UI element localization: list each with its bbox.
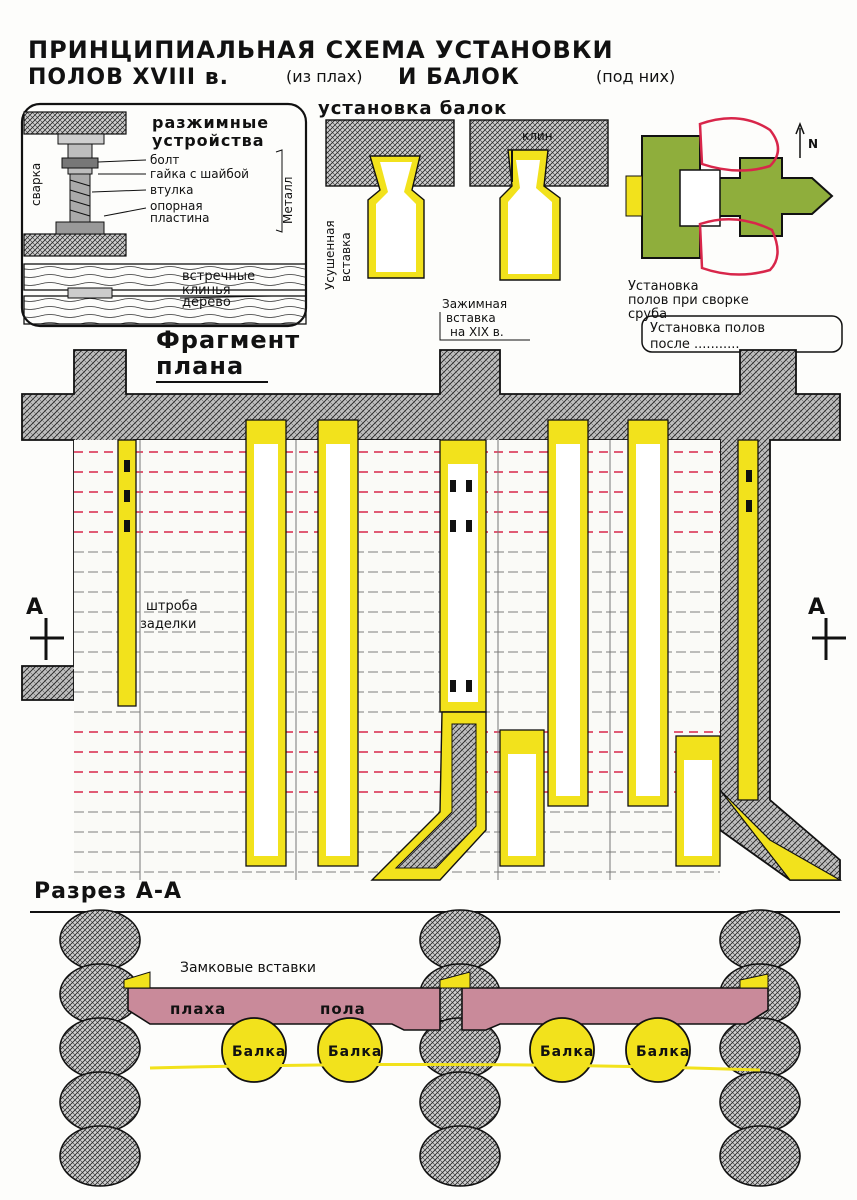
clamp-detail: разжимные устройства сварка Металл болт … <box>20 102 308 328</box>
clamp-mark <box>746 470 752 482</box>
beam-dried-1: Усушенная <box>323 220 337 290</box>
log-section <box>59 1125 141 1187</box>
plank-label-left: плаха <box>170 1000 226 1018</box>
groove-label-2: заделки <box>140 617 196 632</box>
section-heading: Разрез А-А <box>34 879 182 904</box>
plan-heading-2: плана <box>156 352 244 380</box>
beam-inner <box>556 444 580 796</box>
beam-inner <box>684 760 712 856</box>
beam-inner <box>326 444 350 856</box>
section-mark-left: А <box>26 595 44 620</box>
section-aa: Разрез А-А Замковые вставки плаха пола Б… <box>30 879 840 1187</box>
clamp-mark <box>124 520 130 532</box>
clamp-mark <box>466 480 472 492</box>
plank-label-right: пола <box>320 1000 366 1018</box>
plan-heading-1: Фрагмент <box>156 326 300 354</box>
clamp-metal-label: Металл <box>281 177 295 224</box>
clamp-mark <box>450 520 456 532</box>
beam-install-detail: установка балок клин Усушенная вставка З… <box>318 98 609 341</box>
log-section <box>419 1071 501 1133</box>
site-note-1b: полов при сворке <box>628 293 749 308</box>
clamp-heading-1: разжимные <box>152 113 269 132</box>
beam-label: Балка <box>232 1044 286 1060</box>
log-section <box>419 909 501 971</box>
site-note-2a: Установка полов <box>650 321 765 336</box>
site-note-1c: сруба <box>628 307 667 322</box>
clamp-mark <box>450 480 456 492</box>
beam-clamp-1: Зажимная <box>442 297 507 311</box>
floor-beam <box>737 439 759 801</box>
log-section <box>719 1071 801 1133</box>
title-line-2a: ПОЛОВ XVIII в. <box>28 65 229 90</box>
beam-inner <box>508 754 536 856</box>
clamp-item-plate: пластина <box>150 211 209 225</box>
clamp-mark <box>466 520 472 532</box>
beam-clamp-2: вставка <box>446 311 496 325</box>
site-note-2b: после ........... <box>650 337 740 352</box>
floor-beam <box>117 439 137 707</box>
clamp-item-nut: гайка с шайбой <box>150 167 249 181</box>
log-section <box>59 1071 141 1133</box>
clamp-mark <box>466 680 472 692</box>
beam-inner <box>448 464 478 702</box>
site-plan: N Установка полов при сворке сруба Устан… <box>625 117 843 353</box>
clamp-mark <box>450 680 456 692</box>
clamp-weld-label: сварка <box>29 163 43 206</box>
beam-install-heading: установка балок <box>318 98 507 119</box>
section-mark-right: А <box>808 595 826 620</box>
clamp-heading-2: устройства <box>152 131 265 150</box>
title-line-1: ПРИНЦИПИАЛЬНАЯ СХЕМА УСТАНОВКИ <box>28 36 614 64</box>
beam-label: Балка <box>328 1044 382 1060</box>
beam-label: Балка <box>540 1044 594 1060</box>
clamp-mark <box>746 500 752 512</box>
clamp-item-sleeve: втулка <box>150 183 193 197</box>
clamp-wedges-1: встречные <box>182 269 255 284</box>
title-line-2d: (под них) <box>596 67 675 86</box>
beam-clamp-3: на XIX в. <box>450 325 504 339</box>
log-section <box>59 909 141 971</box>
clamp-mark <box>124 460 130 472</box>
log-section <box>719 1125 801 1187</box>
clamp-item-bolt: болт <box>150 153 179 167</box>
lock-inserts-label: Замковые вставки <box>180 960 316 976</box>
beam-label: Балка <box>636 1044 690 1060</box>
beam-wedge-label: клин <box>522 129 553 143</box>
clamp-wedges-2: клинья <box>182 283 231 298</box>
log-section <box>419 1125 501 1187</box>
beam-dried-2: вставка <box>339 232 353 282</box>
title-line-2c: И БАЛОК <box>398 65 520 90</box>
plan-fragment: Фрагмент плана А А штроба заделки <box>21 326 846 881</box>
clamp-wood-label: дерево <box>182 295 231 310</box>
site-note-1a: Установка <box>628 279 699 294</box>
beam-inner <box>254 444 278 856</box>
beam-inner <box>636 444 660 796</box>
log-section <box>719 909 801 971</box>
clamp-item-support: опорная <box>150 199 203 213</box>
north-arrow-label: N <box>808 137 819 151</box>
title-line-2b: (из плах) <box>286 67 362 86</box>
groove-label-1: штроба <box>146 599 198 614</box>
clamp-mark <box>124 490 130 502</box>
log-section <box>59 1017 141 1079</box>
